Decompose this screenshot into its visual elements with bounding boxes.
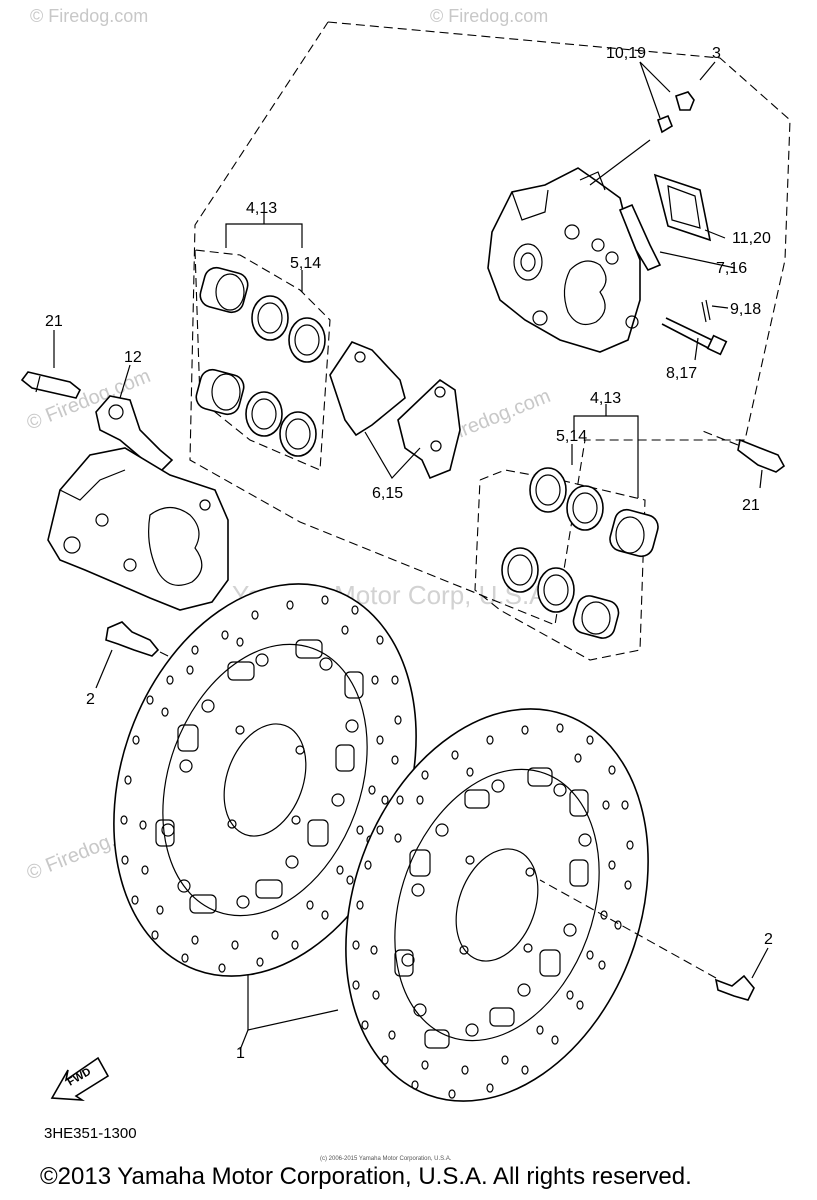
pad-spring [653, 173, 712, 242]
left-brake-disc [113, 583, 417, 977]
right-brake-disc [345, 708, 649, 1102]
caliper-assembly-boundary [189, 21, 791, 626]
watermark-top-left: © Firedog.com [30, 6, 148, 26]
callout-3: 3 [712, 45, 721, 62]
callout-7-16: 7,16 [716, 260, 747, 277]
right-caliper [487, 167, 641, 353]
diagram-code: 3HE351-1300 [44, 1125, 137, 1142]
callout-6-15: 6,15 [372, 485, 403, 502]
clip [618, 203, 662, 272]
callout-5-14-right: 5,14 [556, 428, 587, 445]
copyright-notice: ©2013 Yamaha Motor Corporation, U.S.A. A… [40, 1163, 692, 1190]
callout-21-left: 21 [45, 313, 63, 330]
callout-21-right: 21 [742, 497, 760, 514]
callout-2-left: 2 [86, 691, 95, 708]
left-piston-group [194, 249, 331, 471]
callout-4-13-right: 4,13 [590, 390, 621, 407]
callout-2-right: 2 [764, 931, 773, 948]
callout-8-17: 8,17 [666, 365, 697, 382]
callout-10-19: 10,19 [606, 45, 646, 62]
watermark-top-center: © Firedog.com [430, 6, 548, 26]
tiny-credit: (c) 2006-2015 Yamaha Motor Corporation, … [320, 1156, 452, 1162]
bolt-2-right [539, 879, 755, 1001]
fwd-arrow: FWD [50, 1056, 110, 1101]
callout-11-20: 11,20 [732, 230, 771, 247]
left-caliper [20, 371, 229, 611]
right-piston-group [474, 467, 659, 661]
bleed-screw [589, 91, 695, 186]
leader-lines [53, 61, 769, 1051]
callout-1: 1 [236, 1045, 245, 1062]
brake-pads [329, 341, 461, 480]
callout-4-13-left: 4,13 [246, 200, 277, 217]
pad-pin [661, 299, 728, 356]
callout-5-14-left: 5,14 [290, 255, 321, 272]
bolt-21-right [699, 429, 786, 473]
callouts: 10,19 3 4,13 5,14 11,20 7,16 9,18 8,17 2… [45, 45, 773, 1062]
callout-9-18: 9,18 [730, 301, 761, 318]
callout-12: 12 [124, 349, 142, 366]
